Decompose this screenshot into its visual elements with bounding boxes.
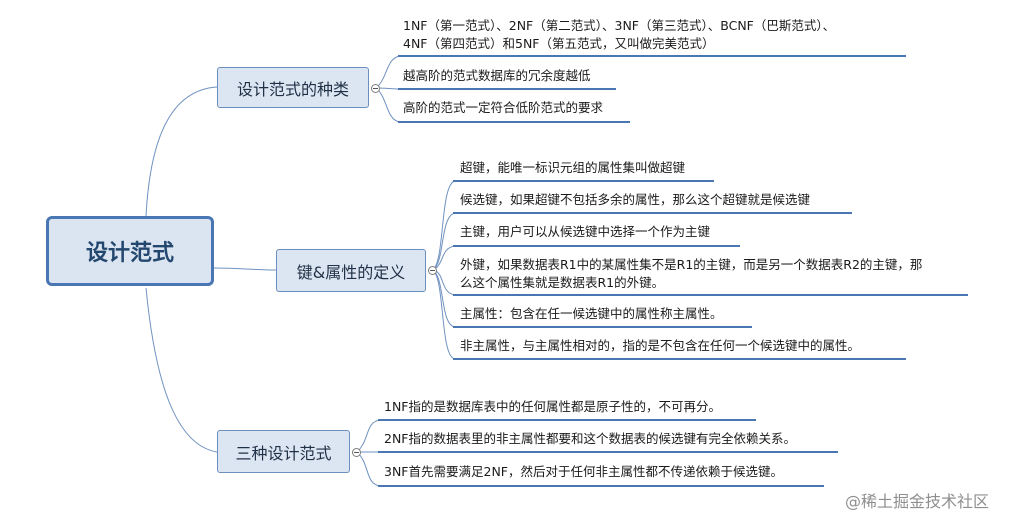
leaf-text-line: 主键，用户可以从候选键中选择一个作为主键: [460, 224, 711, 239]
root-branch-connector: [145, 86, 218, 217]
root-node-label: 设计范式: [85, 241, 174, 266]
branch-node-label: 三种设计范式: [235, 443, 332, 463]
leaf-topic[interactable]: 2NF指的数据表里的非主属性都要和这个数据表的候选键有完全依赖关系。: [384, 430, 796, 448]
collapse-toggle-icon[interactable]: [371, 84, 380, 93]
leaf-text-line: 非主属性，与主属性相对的，指的是不包含在任何一个候选键中的属性。: [460, 338, 861, 353]
leaf-topic[interactable]: 主属性：包含在任一候选键中的属性称主属性。: [460, 305, 723, 323]
collapse-toggle-icon[interactable]: [352, 448, 361, 457]
branch-node-label: 键&属性的定义: [296, 262, 406, 282]
root-node[interactable]: 设计范式: [46, 216, 214, 286]
leaf-topic[interactable]: 越高阶的范式数据库的冗余度越低: [403, 67, 591, 85]
leaf-text-line: 外键，如果数据表R1中的某属性集不是R1的主键，而是另一个数据表R2的主键，那: [460, 257, 923, 272]
branch-node-label: 设计范式的种类: [236, 79, 349, 99]
leaf-topic[interactable]: 候选键，如果超键不包括多余的属性，那么这个超键就是候选键: [460, 191, 810, 209]
branch-leaf-connector: [432, 212, 456, 271]
root-branch-connector: [145, 287, 218, 453]
leaf-topic[interactable]: 高阶的范式一定符合低阶范式的要求: [403, 99, 603, 117]
leaf-text-line: 越高阶的范式数据库的冗余度越低: [403, 68, 591, 83]
leaf-topic[interactable]: 外键，如果数据表R1中的某属性集不是R1的主键，而是另一个数据表R2的主键，那 …: [460, 256, 922, 292]
leaf-topic[interactable]: 1NF（第一范式）、2NF（第二范式）、3NF（第三范式）、BCNF（巴斯范式）…: [403, 17, 835, 53]
leaf-topic[interactable]: 主键，用户可以从候选键中选择一个作为主键: [460, 223, 710, 241]
leaf-text-line: 超键，能唯一标识元组的属性集叫做超键: [460, 160, 686, 175]
leaf-text-line: 么这个属性集就是数据表R1的外键。: [460, 275, 665, 290]
branch-leaf-connector: [432, 269, 456, 360]
leaf-text-line: 4NF（第四范式）和5NF（第五范式，又叫做完美范式）: [403, 36, 715, 51]
branch-node-three-normal-forms[interactable]: 三种设计范式: [217, 430, 350, 473]
leaf-topic[interactable]: 3NF首先需要满足2NF，然后对于任何非主属性都不传递依赖于候选键。: [384, 463, 783, 481]
leaf-topic[interactable]: 1NF指的是数据库表中的任何属性都是原子性的，不可再分。: [384, 398, 721, 416]
leaf-text-line: 2NF指的数据表里的非主属性都要和这个数据表的候选键有完全依赖关系。: [384, 431, 796, 446]
leaf-topic[interactable]: 非主属性，与主属性相对的，指的是不包含在任何一个候选键中的属性。: [460, 337, 860, 355]
branch-leaf-connector: [432, 269, 456, 328]
collapse-toggle-icon[interactable]: [428, 266, 437, 275]
leaf-text-line: 1NF指的是数据库表中的任何属性都是原子性的，不可再分。: [384, 399, 721, 414]
leaf-topic[interactable]: 超键，能唯一标识元组的属性集叫做超键: [460, 159, 685, 177]
leaf-text-line: 1NF（第一范式）、2NF（第二范式）、3NF（第三范式）、BCNF（巴斯范式）…: [403, 18, 836, 33]
branch-node-normal-form-types[interactable]: 设计范式的种类: [217, 67, 369, 108]
leaf-text-line: 3NF首先需要满足2NF，然后对于任何非主属性都不传递依赖于候选键。: [384, 464, 783, 479]
root-branch-connector: [213, 267, 277, 271]
branch-leaf-connector: [356, 451, 381, 487]
branch-node-key-attribute-definitions[interactable]: 键&属性的定义: [276, 249, 426, 292]
leaf-text-line: 候选键，如果超键不包括多余的属性，那么这个超键就是候选键: [460, 192, 811, 207]
branch-leaf-connector: [356, 419, 381, 453]
branch-leaf-connector: [375, 87, 401, 123]
branch-leaf-connector: [432, 180, 456, 271]
leaf-text-line: 主属性：包含在任一候选键中的属性称主属性。: [460, 306, 723, 321]
leaf-text-line: 高阶的范式一定符合低阶范式的要求: [403, 100, 604, 115]
branch-leaf-connector: [375, 55, 401, 89]
watermark-text: @稀土掘金技术社区: [845, 492, 990, 511]
